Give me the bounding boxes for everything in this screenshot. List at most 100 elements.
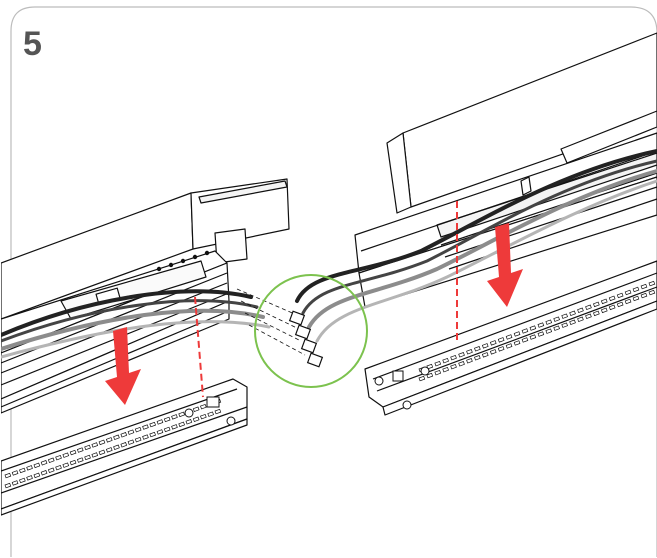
rail-slot: [529, 325, 537, 331]
rail-slot: [69, 449, 77, 456]
rail-slot: [142, 424, 149, 430]
rail-slot: [521, 328, 529, 334]
rail-slot: [113, 444, 120, 450]
rail-slot: [545, 319, 553, 325]
rail-slot: [33, 472, 41, 479]
rail-slot: [466, 358, 473, 364]
rail-slot: [47, 467, 55, 473]
rail-slot: [134, 426, 142, 433]
rail-slot: [120, 432, 128, 438]
rail-slot: [624, 298, 632, 305]
rail-slot: [458, 352, 465, 358]
rail-slot: [569, 319, 576, 325]
rail-slot: [489, 349, 497, 355]
right-cables: [295, 149, 657, 343]
rail-slot: [55, 454, 62, 461]
rail-slot: [11, 470, 19, 476]
rail-slot: [529, 334, 537, 340]
rail-slot: [26, 475, 33, 481]
rail-slot: [163, 426, 171, 433]
rail-slot: [19, 477, 26, 484]
rail-slot: [156, 419, 164, 425]
rail-slot: [11, 480, 19, 486]
rail-slot: [648, 280, 656, 287]
rail-slot: [505, 334, 513, 340]
rail-slot: [200, 403, 207, 410]
rail-slot: [178, 411, 185, 418]
right-mounting-rail: [364, 260, 657, 416]
wire-connectors: [288, 310, 324, 368]
rail-slot: [561, 313, 568, 319]
rail-slot: [624, 289, 632, 296]
rail-slot: [585, 313, 592, 319]
rail-slot: [40, 470, 48, 476]
rail-slot: [40, 460, 48, 466]
rail-slot: [442, 366, 449, 373]
rail-slot: [481, 352, 489, 358]
rail-slot: [434, 360, 442, 367]
rail-slot: [577, 307, 584, 313]
rail-slot: [163, 416, 171, 423]
rail-slot: [33, 462, 41, 469]
rail-slot: [192, 406, 200, 412]
rail-slot: [171, 414, 178, 420]
rail-slot: [450, 354, 457, 361]
rail-slot: [4, 472, 12, 479]
rail-slot: [26, 465, 33, 471]
left-cables: [1, 289, 271, 359]
rail-slot: [214, 408, 222, 415]
rail-slot: [545, 328, 553, 334]
rail-slot: [577, 316, 584, 322]
rail-slot: [481, 343, 489, 349]
rail-slot: [442, 357, 449, 364]
rail-slot: [521, 337, 529, 343]
rail-slot: [418, 375, 426, 382]
rail-slot: [113, 434, 120, 440]
rail-slot: [76, 457, 84, 463]
rail-slot: [497, 346, 505, 352]
left-alignment-line: [194, 296, 204, 398]
rail-slot: [632, 286, 640, 293]
rail-slot: [466, 349, 473, 355]
rail-slot: [513, 340, 521, 346]
rail-slot: [505, 343, 513, 349]
right-rail-fixings: [374, 366, 430, 410]
rail-slot: [84, 444, 91, 451]
rail-slot: [600, 298, 608, 305]
rail-slot: [156, 429, 164, 435]
rail-slot: [450, 363, 457, 370]
rail-slot: [4, 482, 12, 489]
rail-slot: [149, 421, 156, 428]
rail-slot: [105, 437, 113, 443]
rail-slot: [47, 457, 55, 463]
rail-slot: [55, 464, 62, 471]
rail-slot: [600, 307, 608, 314]
rail-slot: [84, 454, 91, 461]
rail-slot: [192, 416, 200, 422]
rail-slot: [98, 449, 106, 456]
rail-slot: [585, 304, 592, 310]
rail-slot: [207, 411, 214, 417]
rail-slot: [553, 316, 560, 322]
rail-slot: [185, 419, 193, 425]
rail-slot: [632, 295, 640, 302]
rail-slot: [616, 301, 624, 308]
rail-slot: [62, 462, 70, 468]
rail-slot: [561, 322, 568, 328]
rail-slot: [62, 452, 70, 458]
rail-slot: [91, 442, 99, 448]
rail-slot: [19, 467, 26, 474]
rail-slot: [489, 340, 497, 346]
rail-slot: [200, 413, 207, 420]
rail-slot: [474, 346, 481, 352]
left-rail-slots: [4, 398, 222, 489]
rail-slot: [553, 325, 560, 331]
rail-slot: [513, 331, 521, 337]
rail-slot: [593, 301, 600, 308]
left-terminal-block: [156, 250, 210, 272]
down-arrow-icon: [105, 327, 141, 405]
rail-slot: [171, 424, 178, 430]
rail-slot: [474, 355, 481, 361]
